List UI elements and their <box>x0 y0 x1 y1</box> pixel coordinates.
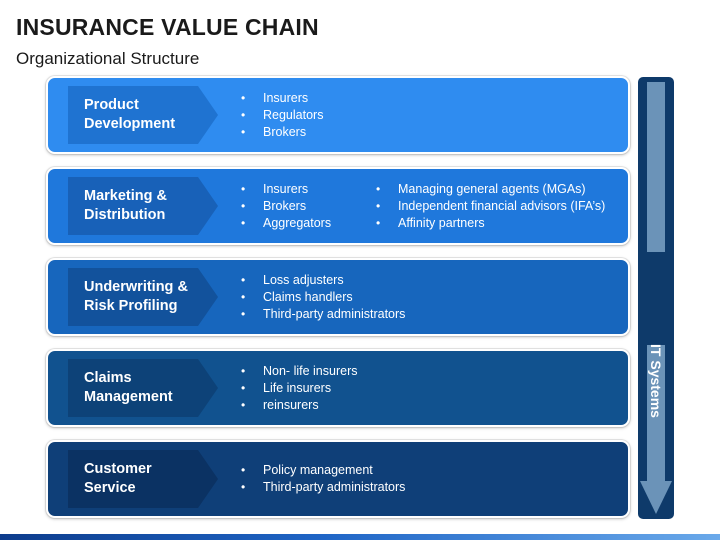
stage-bullets: Insurers Brokers Aggregators <box>241 181 331 232</box>
list-item: Insurers <box>241 90 323 107</box>
slide-title: INSURANCE VALUE CHAIN <box>16 14 319 40</box>
list-item: Life insurers <box>241 380 357 397</box>
it-systems-label: IT Systems <box>648 344 664 418</box>
chevron-shape: Product Development <box>68 86 220 144</box>
list-item: Independent financial advisors (IFA’s) <box>376 198 605 215</box>
list-item: Affinity partners <box>376 215 605 232</box>
list-item: Managing general agents (MGAs) <box>376 181 605 198</box>
stage-customer-service: Customer Service Policy management Third… <box>46 440 630 518</box>
list-item: Aggregators <box>241 215 331 232</box>
stage-bullets: Non- life insurers Life insurers reinsur… <box>241 363 357 414</box>
list-item: Insurers <box>241 181 331 198</box>
list-item: Brokers <box>241 198 331 215</box>
stage-underwriting-risk-profiling: Underwriting & Risk Profiling Loss adjus… <box>46 258 630 336</box>
chevron-shape: Customer Service <box>68 450 220 508</box>
chevron-shape: Underwriting & Risk Profiling <box>68 268 220 326</box>
footer-accent-line <box>0 534 720 540</box>
stage-bullets: Insurers Regulators Brokers <box>241 90 323 141</box>
stage-label: Product Development <box>84 97 176 132</box>
stage-label: Claims Management <box>84 370 173 405</box>
list-item: reinsurers <box>241 397 357 414</box>
stage-label: Customer Service <box>84 461 152 496</box>
stage-bullets: Policy management Third-party administra… <box>241 462 405 496</box>
stage-label: Marketing & Distribution <box>84 188 167 223</box>
list-item: Third-party administrators <box>241 306 405 323</box>
chevron-shape: Claims Management <box>68 359 220 417</box>
stage-bullets: Loss adjusters Claims handlers Third-par… <box>241 272 405 323</box>
down-arrow-icon <box>640 82 672 514</box>
list-item: Policy management <box>241 462 405 479</box>
list-item: Claims handlers <box>241 289 405 306</box>
list-item: Brokers <box>241 124 323 141</box>
chevron-shape: Marketing & Distribution <box>68 177 220 235</box>
stage-marketing-distribution: Marketing & Distribution Insurers Broker… <box>46 167 630 245</box>
list-item: Loss adjusters <box>241 272 405 289</box>
it-systems-bar: IT Systems <box>638 77 674 519</box>
list-item: Non- life insurers <box>241 363 357 380</box>
stage-product-development: Product Development Insurers Regulators … <box>46 76 630 154</box>
slide-subtitle: Organizational Structure <box>16 49 200 68</box>
stage-claims-management: Claims Management Non- life insurers Lif… <box>46 349 630 427</box>
stage-label: Underwriting & Risk Profiling <box>84 279 188 314</box>
stage-bullets-secondary: Managing general agents (MGAs) Independe… <box>376 181 605 232</box>
list-item: Third-party administrators <box>241 479 405 496</box>
list-item: Regulators <box>241 107 323 124</box>
